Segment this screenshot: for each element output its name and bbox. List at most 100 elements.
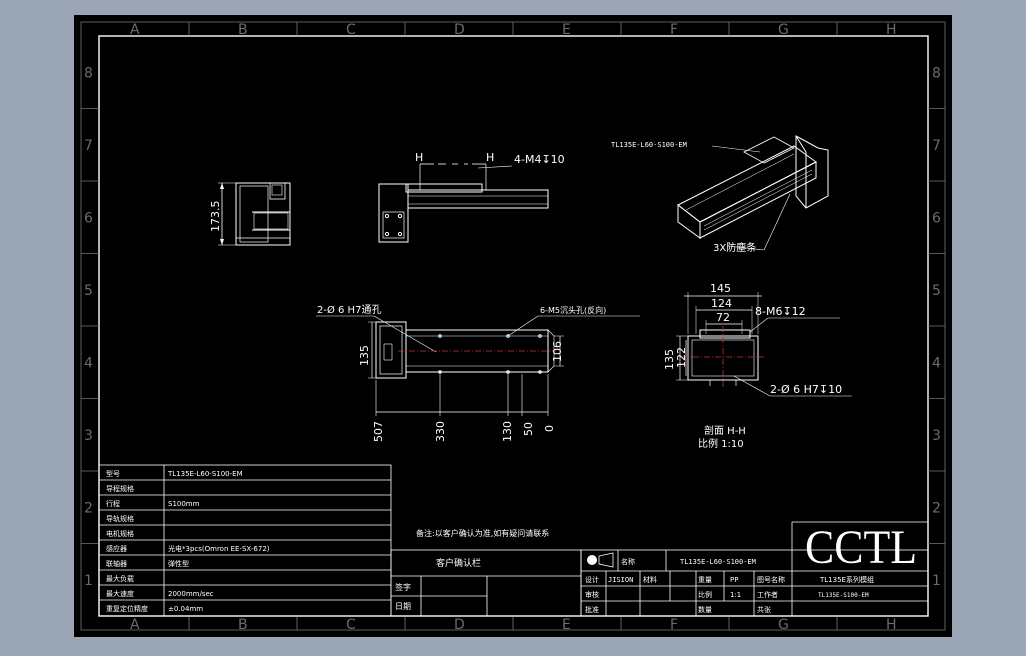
title-designer-name: JISION	[608, 576, 633, 584]
side-height-dimension: 173.5	[209, 201, 222, 233]
spec-value: S100mm	[168, 500, 200, 508]
grid-column-label-bottom: C	[346, 617, 356, 633]
baseline-dim-330: 330	[434, 421, 447, 442]
grid-column-label-bottom: H	[886, 617, 897, 633]
spec-label: 行程	[106, 499, 120, 508]
client-date-label: 日期	[395, 602, 411, 611]
grid-column-label-top: D	[454, 22, 465, 38]
title-check-label: 审核	[585, 590, 599, 599]
spec-value: TL135E-L60-S100-EM	[167, 470, 243, 478]
section-dim-72: 72	[716, 311, 730, 324]
title-weight-label: 重量	[698, 576, 712, 584]
title-brand: CCTL	[805, 521, 917, 574]
title-drawing-no-label: 图号名称	[757, 575, 785, 584]
iso-view	[677, 135, 829, 251]
grid-column-label-top: H	[886, 22, 897, 38]
spec-value: 光电*3pcs(Omron EE-SX-672)	[168, 544, 270, 553]
grid-row-label-left: 4	[84, 355, 93, 371]
spec-label: 感应器	[106, 544, 127, 553]
title-sheet-label: 共张	[757, 605, 771, 614]
projection-symbol	[587, 552, 614, 568]
client-block-title: 客户确认栏	[436, 557, 481, 569]
grid-column-label-bottom: F	[670, 617, 678, 633]
baseline-dim-507: 507	[372, 421, 385, 442]
top-baseline-dimensions: 507 330 130 50 0	[372, 421, 556, 442]
section-title: 剖面 H-H	[704, 424, 746, 437]
section-dim-135: 135	[663, 349, 676, 370]
drawing-notes: 备注:以客户确认为准,如有疑问请联系	[416, 528, 549, 538]
section-mark-left: H	[415, 151, 423, 164]
grid-column-label-bottom: B	[238, 617, 248, 633]
grid-column-label-bottom: E	[562, 617, 571, 633]
grid-column-label-bottom: G	[778, 617, 789, 633]
grid-row-label-right: 2	[932, 500, 941, 516]
title-material-label: 材料	[643, 575, 657, 584]
grid-row-label-left: 1	[84, 573, 93, 589]
spec-label: 最大速度	[106, 589, 134, 598]
grid-column-label-bottom: A	[130, 617, 140, 633]
front-view	[378, 163, 549, 243]
title-designer-label: 设计	[585, 575, 599, 584]
top-pin-callout: 2-Ø 6 H7通孔	[317, 304, 381, 316]
spec-label: 导轨规格	[106, 514, 134, 523]
section-dim-145: 145	[710, 282, 731, 295]
top-inner-dimension: 106	[551, 341, 564, 362]
top-width-dimension: 135	[358, 345, 371, 366]
grid-row-label-right: 3	[932, 428, 941, 444]
grid-column-label-top: C	[346, 22, 356, 38]
title-company-label: 工作者	[757, 590, 778, 599]
grid-row-label-left: 6	[84, 210, 93, 226]
top-view	[316, 315, 640, 416]
title-qty-label: 数量	[698, 605, 712, 614]
spec-label: 电机规格	[106, 529, 134, 538]
spec-value: 2000mm/sec	[168, 590, 214, 598]
title-pp: PP	[730, 576, 738, 584]
title-approve-label: 批准	[585, 605, 599, 614]
grid-ticks	[81, 22, 945, 630]
title-drawing-name: TL135E-L60-S100-EM	[680, 558, 756, 566]
grid-column-label-top: G	[778, 22, 789, 38]
spec-label: 型号	[106, 469, 120, 478]
section-tap-callout: 8-M6↧12	[755, 305, 806, 318]
client-sign-label: 签字	[395, 582, 411, 592]
baseline-dim-0: 0	[543, 425, 556, 432]
grid-row-label-right: 7	[932, 138, 941, 154]
spec-label: 最大负载	[106, 574, 134, 583]
section-scale: 比例 1:10	[698, 437, 744, 450]
grid-column-label-top: F	[670, 22, 678, 38]
title-product-title: TL135E系列模组	[819, 575, 874, 584]
grid-column-label-top: A	[130, 22, 140, 38]
spec-label: 重复定位精度	[106, 604, 148, 613]
grid-row-label-left: 7	[84, 138, 93, 154]
grid-row-label-left: 5	[84, 283, 93, 299]
grid-row-label-left: 3	[84, 428, 93, 444]
spec-label: 联轴器	[106, 559, 127, 568]
grid-column-label-top: E	[562, 22, 571, 38]
grid-row-label-right: 6	[932, 210, 941, 226]
title-block	[580, 521, 929, 617]
grid-row-label-left: 2	[84, 500, 93, 516]
baseline-dim-50: 50	[522, 422, 535, 436]
grid-row-label-right: 8	[932, 65, 941, 81]
sheet-background	[74, 15, 952, 637]
section-mark-right: H	[486, 151, 494, 164]
grid-row-label-left: 8	[84, 65, 93, 81]
iso-callout: 3X防塵条	[713, 241, 756, 254]
grid-row-label-right: 5	[932, 283, 941, 299]
spec-table	[98, 464, 392, 617]
title-scale-value: 1:1	[730, 591, 741, 599]
front-callout: 4-M4↧10	[514, 153, 565, 166]
grid-row-label-right: 1	[932, 573, 941, 589]
grid-labels: A A B B C C D D E E F F G G H H 8 8 7 7 6 6 5 5 4 4 3 3 2 2 1 1	[84, 22, 941, 633]
title-name-label: 名称	[621, 557, 635, 566]
grid-column-label-bottom: D	[454, 617, 465, 633]
top-counterbore-callout: 6-M5沉头孔(反向)	[540, 305, 606, 315]
grid-row-label-right: 4	[932, 355, 941, 371]
spec-label: 导程规格	[106, 484, 134, 493]
section-view	[676, 292, 852, 397]
iso-model-label: TL135E-L60-S100-EM	[611, 141, 687, 149]
grid-column-label-top: B	[238, 22, 248, 38]
